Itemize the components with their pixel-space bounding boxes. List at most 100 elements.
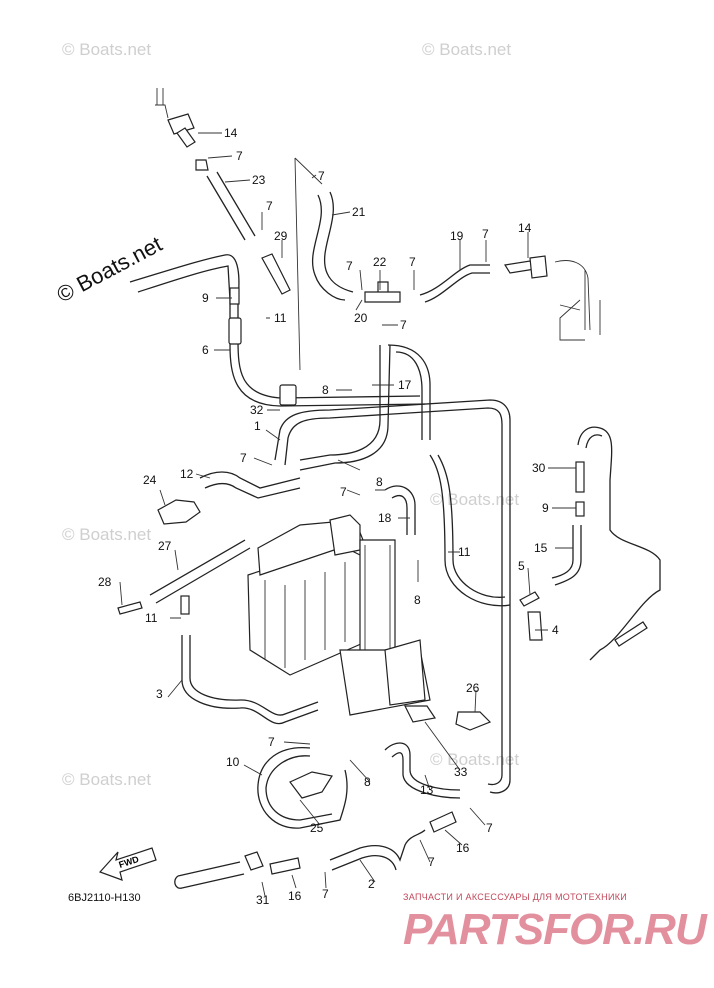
callout: 7 bbox=[486, 821, 493, 835]
callout: 7 bbox=[409, 255, 416, 269]
callout: 13 bbox=[420, 783, 434, 797]
hose-13 bbox=[384, 742, 461, 799]
callout: 20 bbox=[354, 311, 368, 325]
tee-joint-22 bbox=[364, 281, 401, 303]
callout: 32 bbox=[250, 403, 264, 417]
diagram-part-code: 6BJ2110-H130 bbox=[68, 892, 141, 904]
clamp-25 bbox=[289, 771, 333, 799]
callout: 7 bbox=[318, 169, 325, 183]
joint-11-low bbox=[180, 595, 190, 615]
joint-29 bbox=[261, 253, 291, 295]
clamp-33 bbox=[404, 705, 437, 723]
hose-6 bbox=[129, 254, 426, 407]
callout: 3 bbox=[156, 687, 163, 701]
callout: 8 bbox=[322, 383, 329, 397]
hose-21 bbox=[311, 191, 354, 301]
callout: 8 bbox=[364, 775, 371, 789]
callout: 14 bbox=[224, 126, 238, 140]
filter-16-bottom bbox=[269, 857, 301, 875]
callout: 7 bbox=[240, 451, 247, 465]
callout: 10 bbox=[226, 755, 240, 769]
hose-12 bbox=[199, 471, 301, 499]
callout: 8 bbox=[414, 593, 421, 607]
filter-16 bbox=[429, 811, 457, 833]
callout: 7 bbox=[400, 318, 407, 332]
callout: 11 bbox=[458, 545, 471, 559]
callout: 25 bbox=[310, 821, 324, 835]
watermark: © Boats.net bbox=[430, 490, 519, 509]
callout: 31 bbox=[256, 893, 270, 907]
filter-4 bbox=[527, 611, 543, 641]
callout: 8 bbox=[376, 475, 383, 489]
callout: 19 bbox=[450, 229, 464, 243]
callout: 7 bbox=[268, 735, 275, 749]
callout: 23 bbox=[252, 173, 266, 187]
callout: 17 bbox=[398, 378, 412, 392]
callout: 7 bbox=[482, 227, 489, 241]
callout: 7 bbox=[322, 887, 329, 901]
callout: 22 bbox=[373, 255, 387, 269]
callout: 16 bbox=[456, 841, 470, 855]
clamp-24 bbox=[157, 499, 201, 525]
clamp-32 bbox=[279, 384, 297, 406]
joint-28 bbox=[117, 601, 143, 615]
callout: 11 bbox=[274, 311, 287, 325]
callout: 24 bbox=[143, 473, 157, 487]
callout: 5 bbox=[518, 559, 525, 573]
callout: 7 bbox=[266, 199, 273, 213]
callouts: 14 7 23 7 7 21 29 19 7 14 7 22 7 9 11 20… bbox=[98, 126, 559, 907]
hose-15 bbox=[551, 525, 582, 586]
callout: 27 bbox=[158, 539, 172, 553]
leader-lines bbox=[119, 132, 576, 897]
hose-2 bbox=[329, 829, 426, 871]
callout: 2 bbox=[368, 877, 375, 891]
hose-10 bbox=[257, 747, 348, 829]
callout: 21 bbox=[352, 205, 366, 219]
fuel-joint-right bbox=[419, 255, 601, 341]
watermark: © Boats.net bbox=[62, 40, 151, 59]
callout: 6 bbox=[202, 343, 209, 357]
watermark: © Boats.net bbox=[62, 770, 151, 789]
callout: 1 bbox=[254, 419, 261, 433]
brand-logo: PARTSFOR.RU bbox=[403, 905, 707, 954]
callout: 12 bbox=[180, 467, 194, 481]
callout: 7 bbox=[428, 855, 435, 869]
joint-30 bbox=[575, 461, 585, 493]
callout: 29 bbox=[274, 229, 288, 243]
vapor-separator bbox=[247, 514, 431, 716]
callout: 4 bbox=[552, 623, 559, 637]
callout: 26 bbox=[466, 681, 480, 695]
callout: 16 bbox=[288, 889, 302, 903]
watermark: © Boats.net bbox=[422, 40, 511, 59]
brand-caption: ЗАПЧАСТИ И АКСЕССУАРЫ ДЛЯ МОТОТЕХНИКИ bbox=[403, 892, 628, 902]
hose-17 bbox=[299, 344, 391, 471]
watermark: © Boats.net bbox=[62, 525, 151, 544]
joint-6 bbox=[228, 317, 242, 345]
callout: 9 bbox=[202, 291, 209, 305]
hose-18 bbox=[384, 485, 416, 535]
callout: 7 bbox=[340, 485, 347, 499]
callout: 18 bbox=[378, 511, 392, 525]
callout: 9 bbox=[542, 501, 549, 515]
hose-27 bbox=[149, 539, 251, 604]
callout: 11 bbox=[145, 611, 158, 625]
hose-1 bbox=[274, 399, 511, 794]
fwd-arrow: FWD bbox=[98, 847, 157, 881]
clamp-31 bbox=[244, 851, 264, 871]
callout: 28 bbox=[98, 575, 112, 589]
callout: 30 bbox=[532, 461, 546, 475]
clamp-26 bbox=[455, 711, 492, 731]
joint-9 bbox=[229, 287, 240, 305]
callout: 15 bbox=[534, 541, 548, 555]
watermark: © Boats.net bbox=[53, 231, 167, 307]
callout: 33 bbox=[454, 765, 468, 779]
hose-3 bbox=[181, 635, 319, 725]
joint-right-small bbox=[614, 621, 648, 647]
fuel-joint-top bbox=[155, 88, 256, 241]
callout: 14 bbox=[518, 221, 532, 235]
callout: 7 bbox=[236, 149, 243, 163]
hose-inlet bbox=[174, 861, 245, 889]
joint-9-right bbox=[575, 501, 585, 517]
callout: 7 bbox=[346, 259, 353, 273]
